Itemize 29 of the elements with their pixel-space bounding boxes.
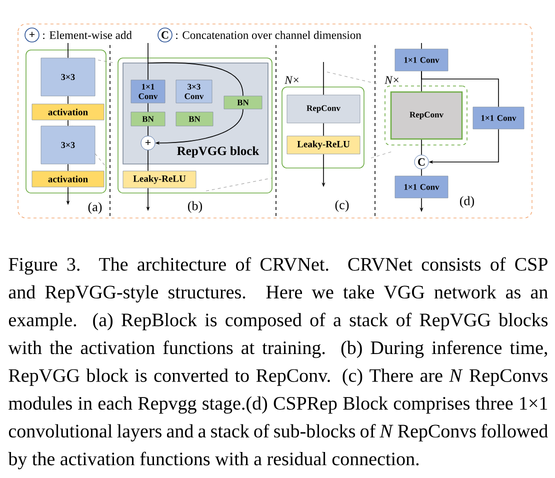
conv-box: 1×1 Conv [130,80,166,104]
conv-box: 3×3 [40,58,96,96]
panel-label: (c) [335,200,349,212]
activation-box: Leaky-ReLU [286,136,360,154]
activation-box: Leaky-ReLU [122,170,196,188]
panel-label: (b) [188,201,202,213]
panel-label: (d) [460,196,474,208]
panel-frame [282,86,364,168]
n-times-label: N× [384,76,398,84]
conv-box: 1×1 Conv [394,48,448,72]
panel-frame [26,50,106,194]
bn-box: BN [130,112,166,126]
conv-box: 1×1 Conv [472,106,524,130]
panel-label: (a) [88,202,102,214]
caption: Figure 3. The architecture of CRVNet. CRVNet consists of CSP and RepVGG-style structures. Here we take VGG network as an example. (a) RepBlock is composed of a stack of RepVGG blocks with the activation functions at training. (b) During inference time, RepVGG block is converted to RepConv. (c) There are N RepConvs modules in each Repvgg stage.(d) CSPRep Block comprises three 1×1 convolutional layers and a stack of sub-blocks of N RepConvs followed by the activation functions with a residual connection. [8,257,548,470]
bn-box: BN [176,112,214,126]
legend-text: : Concatenation over channel dimension [176,30,362,40]
conv-box: 1×1 Conv [394,176,448,198]
activation-box: activation [32,104,104,120]
conv-box: 3×3 Conv [176,80,212,104]
repconv-box: RepConv [390,91,463,140]
repconv-box: RepConv [286,94,360,124]
dashed-frame [384,86,468,146]
legend-text: : Element-wise add [43,30,132,40]
n-times-label: N× [284,76,298,84]
conv-box: 3×3 [40,126,96,164]
bn-box: BN [224,96,262,110]
panel-frame [118,58,272,194]
activation-box: activation [32,170,104,188]
